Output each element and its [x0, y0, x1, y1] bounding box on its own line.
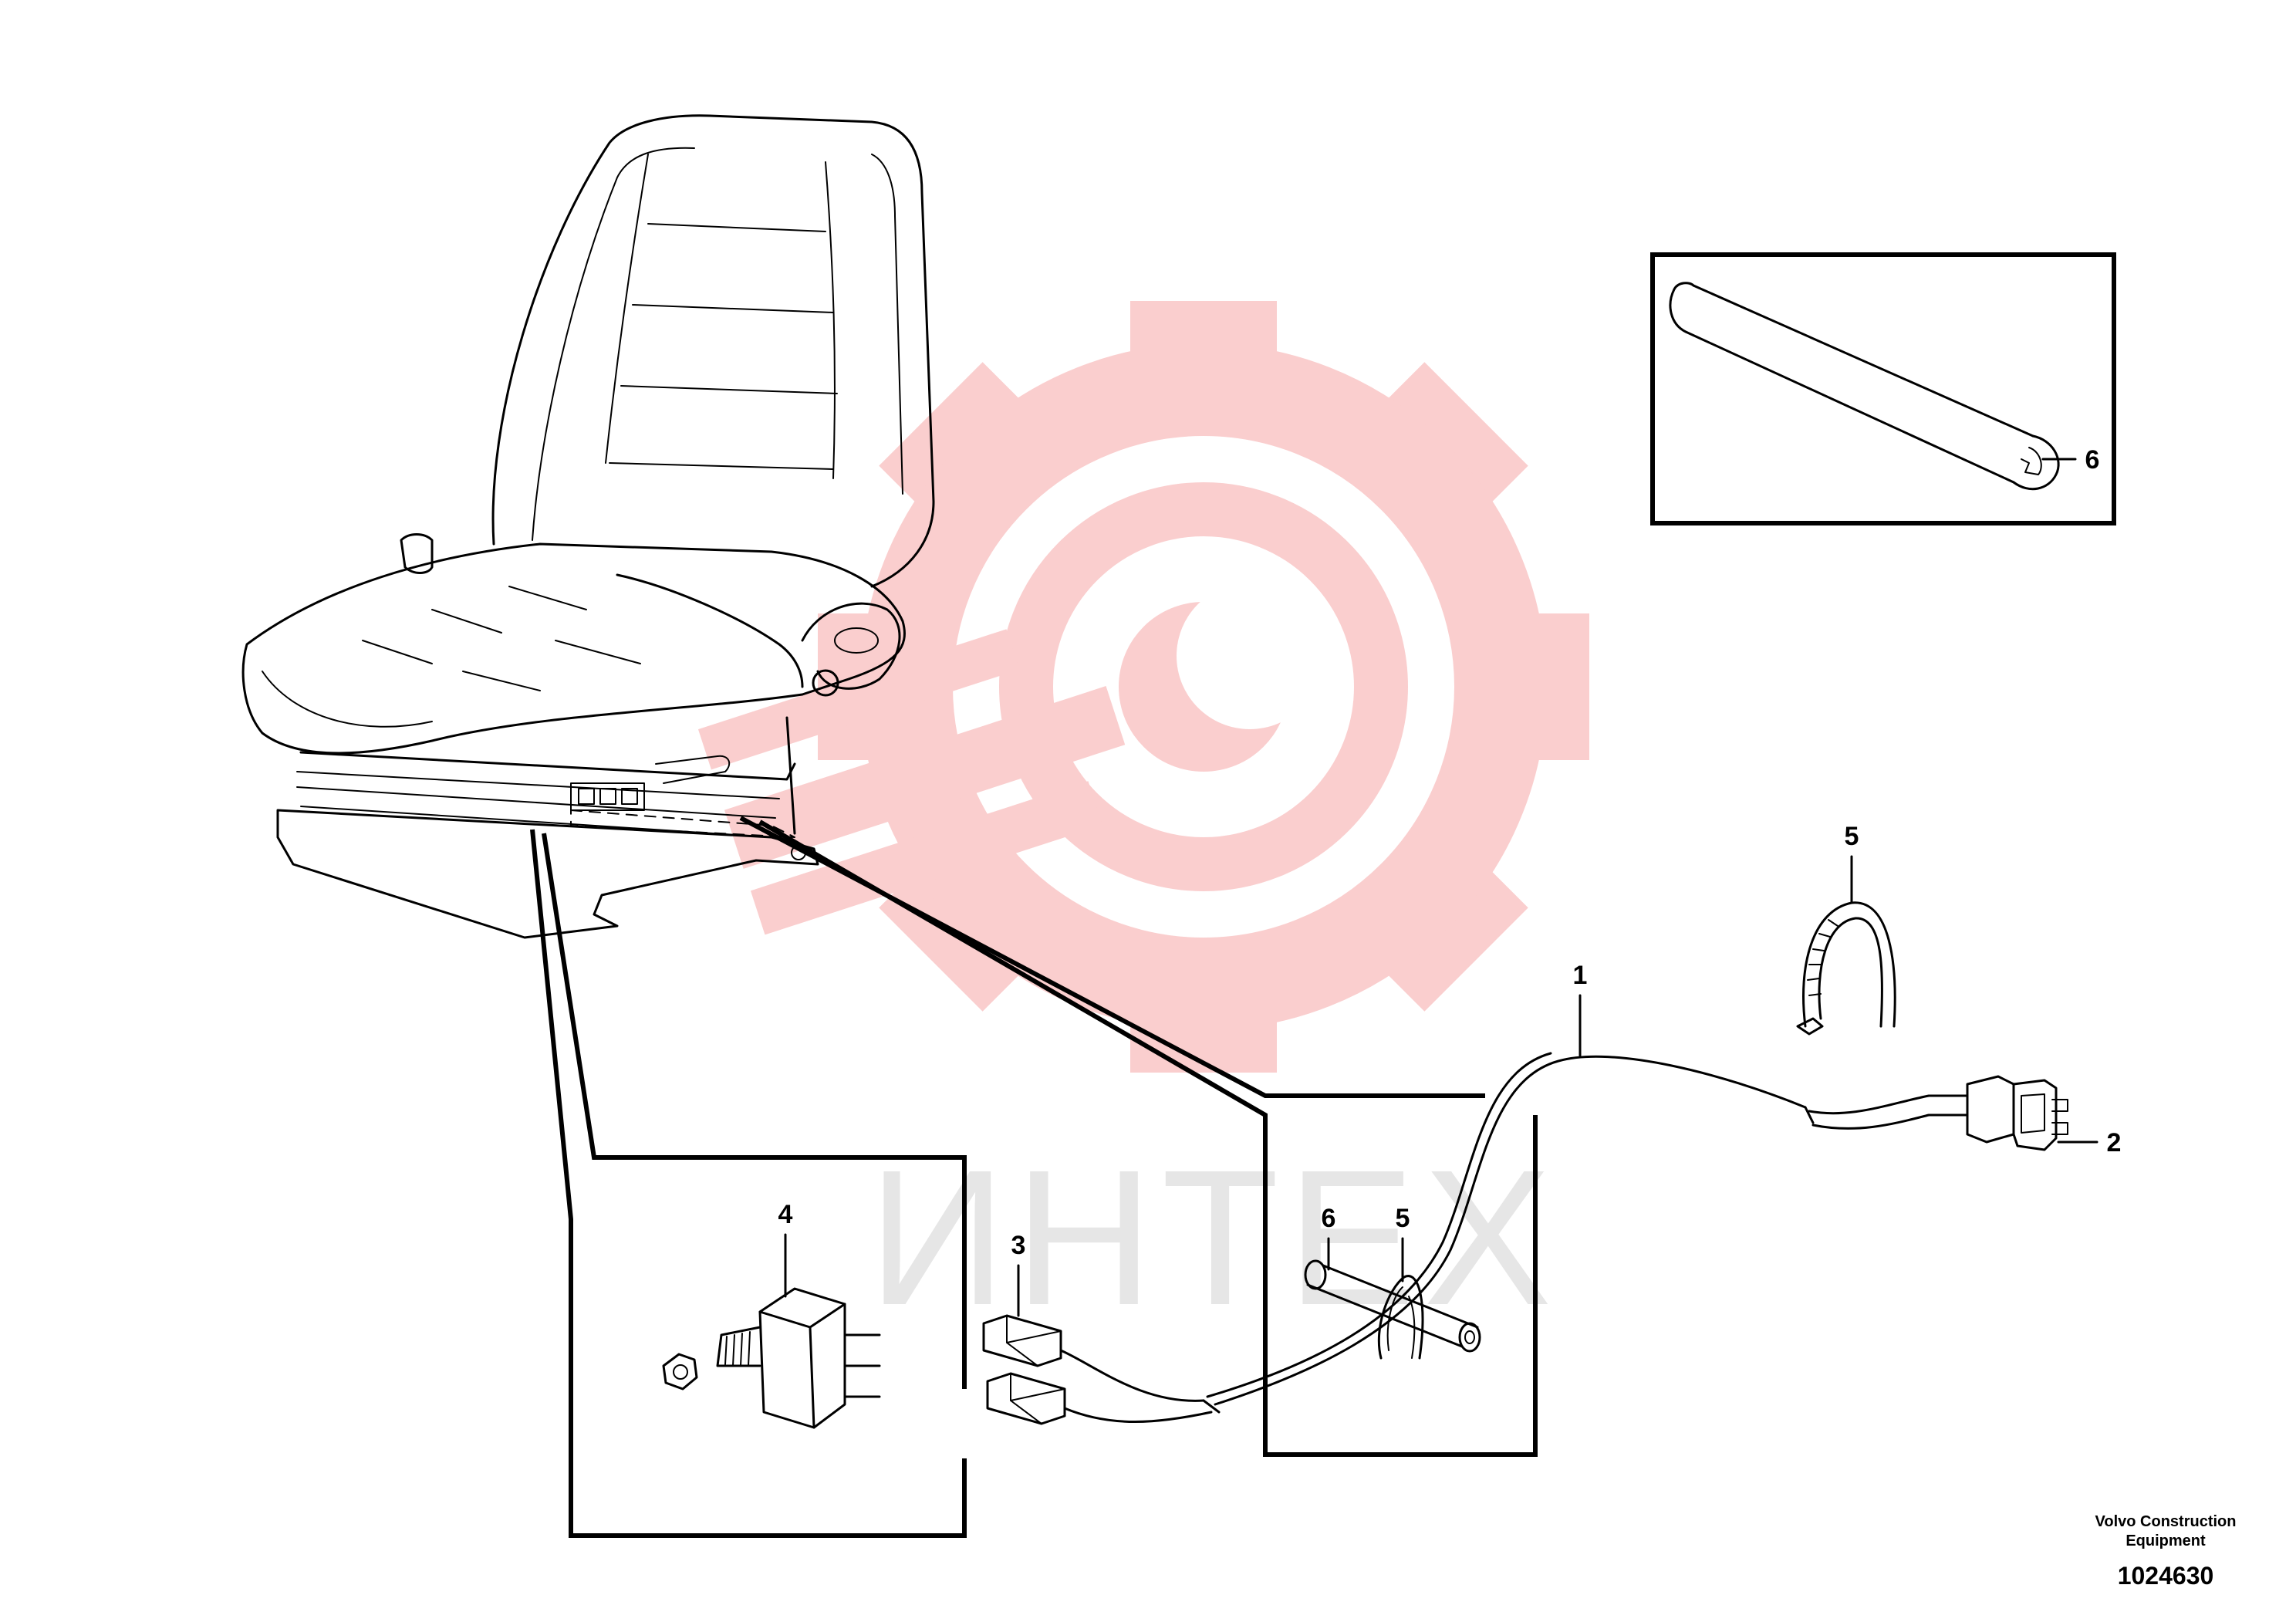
callout-label-6-assembly: 6 — [1322, 1204, 1336, 1233]
brand-line-2: Equipment — [2125, 1532, 2206, 1549]
callout-label-4: 4 — [778, 1200, 793, 1229]
callout-label-3: 3 — [1011, 1231, 1026, 1260]
callout-label-6-detail: 6 — [2085, 445, 2100, 475]
callout-4: 4 — [778, 1200, 793, 1298]
document-number: 1024630 — [2118, 1562, 2214, 1590]
callout-label-2: 2 — [2107, 1128, 2122, 1157]
seat-illustration — [241, 114, 935, 939]
cable-tie-illustration — [1796, 901, 1896, 1036]
callout-6-assembly: 6 — [1322, 1204, 1336, 1271]
edge-protection-inset — [1650, 252, 2116, 525]
callout-1: 1 — [1573, 961, 1588, 1057]
wire-harness-illustration — [982, 1052, 2068, 1425]
callout-label-5-assembly: 5 — [1396, 1204, 1410, 1233]
brand-line-1: Volvo Construction — [2095, 1513, 2237, 1530]
watermark-text: ИНТЕХ — [868, 1130, 1559, 1345]
detail-leader-lines — [530, 816, 1538, 1538]
callout-5-assembly: 5 — [1396, 1204, 1410, 1282]
seat-switch-illustration — [662, 1287, 881, 1429]
callout-6-detail: 6 — [2041, 445, 2100, 475]
callout-label-1: 1 — [1573, 961, 1588, 990]
callout-5-detail: 5 — [1845, 822, 1859, 904]
callout-label-5-detail: 5 — [1845, 822, 1859, 851]
callout-2: 2 — [2057, 1128, 2122, 1157]
watermark-gear-logo — [697, 301, 1589, 1073]
callout-3: 3 — [1011, 1231, 1026, 1317]
edge-protection-assembly — [1304, 1259, 1481, 1360]
